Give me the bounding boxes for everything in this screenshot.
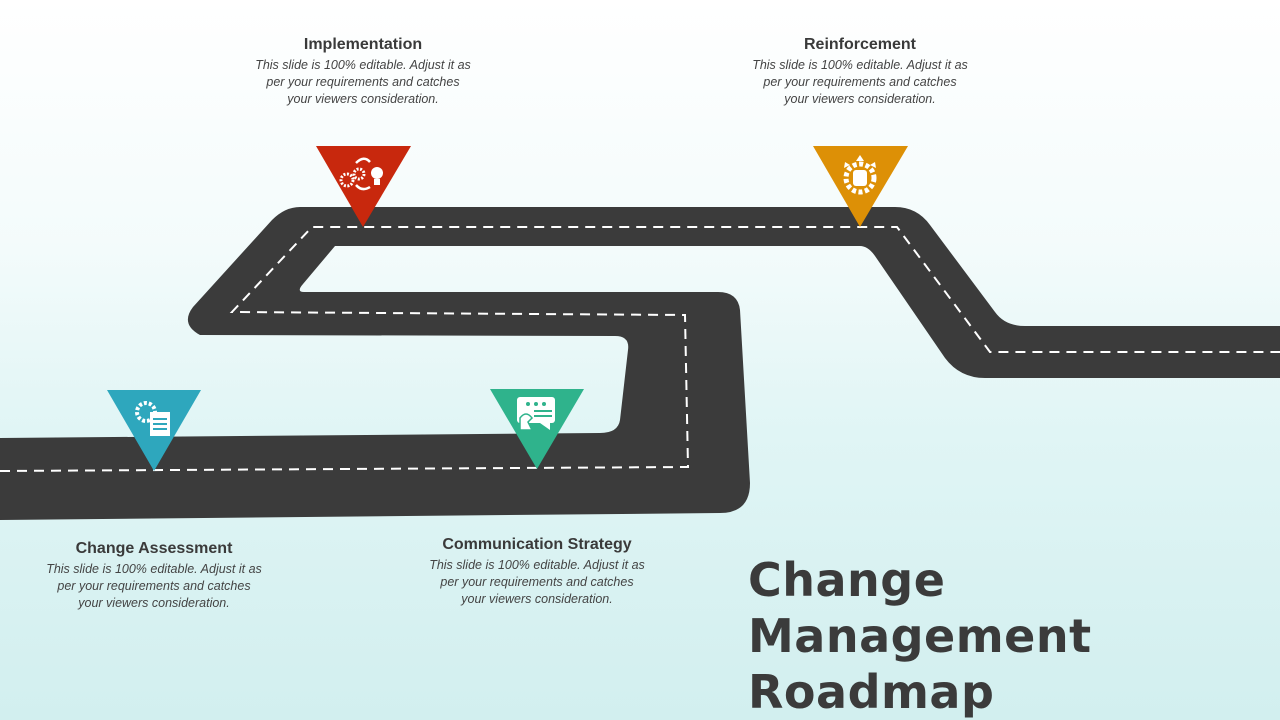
milestone-implementation: Implementation This slide is 100% editab… <box>253 36 473 108</box>
slide-title-line1: Change Management <box>748 553 1092 663</box>
gears-cycle-lightbulb-icon <box>339 157 383 191</box>
gear-fist-icon <box>843 155 877 195</box>
marker-reinforcement <box>813 146 908 227</box>
road-centerline <box>0 226 1280 472</box>
gear-document-icon <box>135 401 170 436</box>
slide-title-line2: Roadmap <box>748 665 995 719</box>
slide-title: Change Management Roadmap <box>748 552 1280 720</box>
milestone-heading: Reinforcement <box>803 36 917 53</box>
milestone-change-assessment: Change Assessment This slide is 100% edi… <box>44 540 264 612</box>
milestone-heading: Change Assessment <box>75 540 233 557</box>
milestone-description: This slide is 100% editable. Adjust it a… <box>46 562 262 610</box>
road-surface <box>0 207 1280 520</box>
milestone-communication-strategy: Communication Strategy This slide is 100… <box>427 536 647 608</box>
milestone-reinforcement: Reinforcement This slide is 100% editabl… <box>750 36 970 108</box>
chess-knight-chat-icon <box>517 397 555 431</box>
milestone-description: This slide is 100% editable. Adjust it a… <box>255 58 471 106</box>
marker-communication-strategy <box>490 389 584 469</box>
marker-implementation <box>316 146 411 227</box>
milestone-description: This slide is 100% editable. Adjust it a… <box>429 558 645 606</box>
milestone-description: This slide is 100% editable. Adjust it a… <box>752 58 968 106</box>
milestone-heading: Implementation <box>303 36 423 53</box>
milestone-heading: Communication Strategy <box>442 536 632 553</box>
